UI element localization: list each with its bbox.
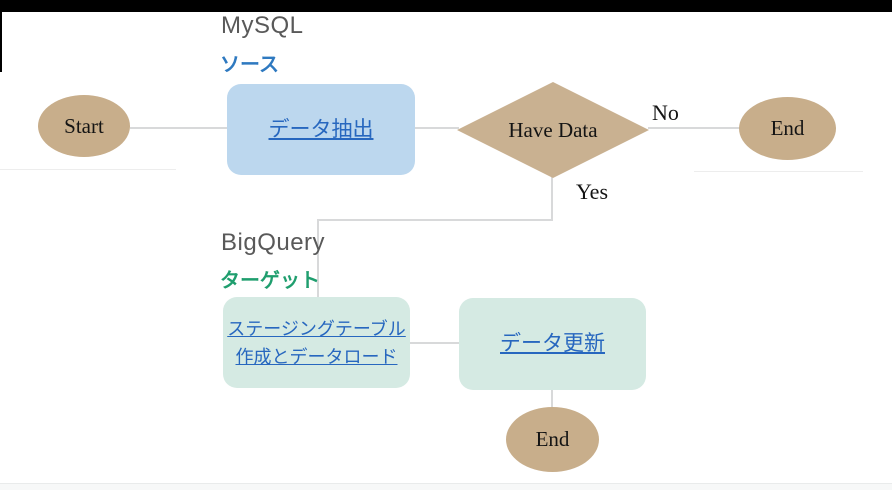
extract-process-box: データ抽出: [227, 84, 415, 175]
window-left-edge: [0, 12, 2, 72]
staging-process-box: ステージングテーブル 作成とデータロード: [223, 297, 410, 388]
connector-yes-vertical: [551, 177, 553, 221]
connector-staging-update: [410, 342, 459, 344]
start-terminator: Start: [38, 95, 130, 157]
window-bottom-bar: [0, 483, 892, 490]
decision-diamond: Have Data: [457, 82, 649, 178]
connector-yes-into-staging: [317, 219, 319, 297]
extract-link[interactable]: データ抽出: [268, 117, 374, 141]
decision-label: Have Data: [508, 117, 598, 142]
grid-line-right: [694, 171, 863, 172]
connector-decision-end-no: [648, 127, 740, 129]
connector-extract-decision: [415, 127, 459, 129]
grid-line-left: [0, 169, 176, 170]
target-system-label: BigQuery: [221, 229, 326, 256]
source-role-label: ソース: [220, 54, 279, 76]
end-terminator-bottom: End: [506, 407, 599, 472]
window-top-bar: [0, 0, 892, 12]
staging-link-line2: 作成とデータロード: [235, 346, 398, 367]
source-system-label: MySQL: [221, 12, 304, 39]
update-process-box: データ更新: [459, 298, 646, 390]
no-edge-label: No: [652, 100, 679, 125]
staging-link[interactable]: ステージングテーブル 作成とデータロード: [227, 315, 406, 371]
end-bottom-label: End: [535, 427, 570, 451]
connector-yes-horizontal: [317, 219, 553, 221]
start-label: Start: [64, 113, 104, 138]
connector-start-extract: [130, 127, 227, 129]
target-role-label: ターゲット: [220, 270, 320, 292]
connector-update-end: [551, 390, 553, 407]
staging-link-line1: ステージングテーブル: [227, 318, 406, 339]
yes-edge-label: Yes: [576, 179, 609, 204]
end-terminator-top: End: [739, 97, 836, 160]
end-top-label: End: [770, 116, 805, 140]
update-link[interactable]: データ更新: [500, 332, 605, 355]
